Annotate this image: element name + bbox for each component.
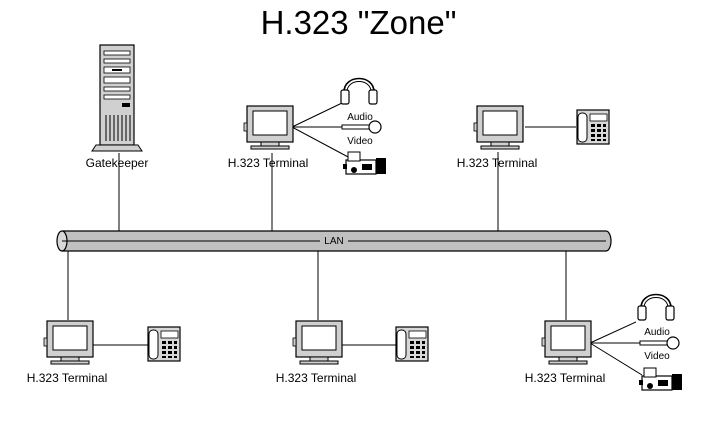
headphones-icon bbox=[340, 77, 378, 105]
terminal-label: H.323 Terminal bbox=[27, 371, 107, 385]
connection-lines bbox=[67, 102, 643, 376]
computer-monitor-icon bbox=[43, 320, 94, 365]
server-tower-icon bbox=[91, 44, 143, 152]
diagram-title: H.323 "Zone" bbox=[260, 4, 457, 41]
audio-label: Audio bbox=[347, 112, 373, 123]
lan-bus: LAN bbox=[56, 230, 612, 252]
microphone-icon bbox=[639, 336, 680, 350]
terminal-label: H.323 Terminal bbox=[228, 156, 308, 170]
terminal-top-center: H.323 Terminal bbox=[228, 105, 308, 170]
computer-monitor-icon bbox=[473, 105, 524, 150]
computer-monitor-icon bbox=[541, 320, 592, 365]
computer-monitor-icon bbox=[292, 320, 343, 365]
lan-label: LAN bbox=[324, 236, 343, 247]
telephone-icon bbox=[576, 109, 610, 145]
gatekeeper-node: Gatekeeper bbox=[86, 44, 149, 170]
terminal-label: H.323 Terminal bbox=[457, 156, 537, 170]
terminal-bottom-left: H.323 Terminal bbox=[27, 320, 107, 385]
video-label: Video bbox=[347, 136, 373, 147]
gatekeeper-label: Gatekeeper bbox=[86, 156, 149, 170]
video-camera-icon bbox=[342, 151, 387, 175]
terminal-top-right: H.323 Terminal bbox=[457, 105, 537, 170]
telephone-icon bbox=[147, 326, 181, 362]
audio-label: Audio bbox=[644, 327, 670, 338]
video-label: Video bbox=[644, 351, 670, 362]
headphones-icon bbox=[637, 293, 675, 321]
computer-monitor-icon bbox=[243, 105, 294, 150]
terminal-label: H.323 Terminal bbox=[276, 371, 356, 385]
video-camera-icon bbox=[638, 367, 683, 391]
telephone-icon bbox=[395, 326, 429, 362]
terminal-label: H.323 Terminal bbox=[525, 371, 605, 385]
terminal-bottom-center: H.323 Terminal bbox=[276, 320, 356, 385]
terminal-bottom-right: H.323 Terminal bbox=[525, 320, 605, 385]
